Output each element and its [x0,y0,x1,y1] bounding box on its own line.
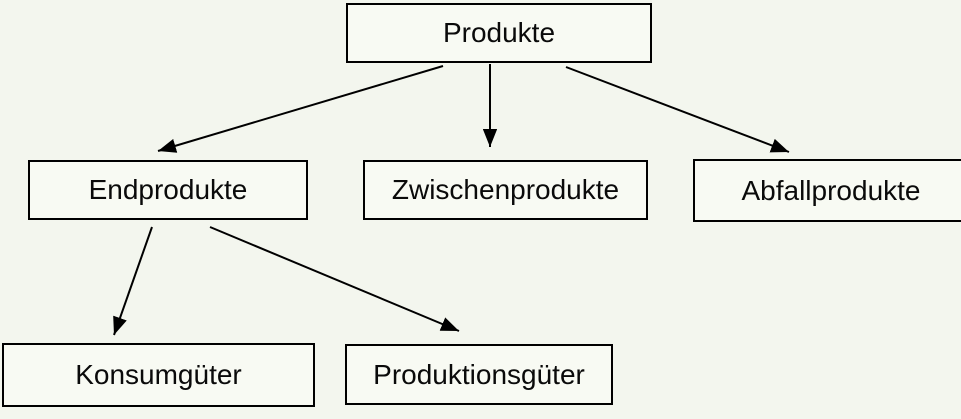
node-produktionsgueter: Produktionsgüter [345,344,613,405]
node-konsumgueter: Konsumgüter [2,343,315,407]
node-endprodukte: Endprodukte [28,160,308,220]
node-zwischenprodukte: Zwischenprodukte [363,160,648,220]
node-produkte: Produkte [346,3,652,63]
edge-endprodukte-konsumgueter [113,226,153,336]
edge-produkte-abfallprodukte [565,66,790,153]
edge-produkte-endprodukte [157,65,444,153]
node-abfallprodukte: Abfallprodukte [693,159,961,222]
edge-endprodukte-produktionsgueter [209,226,460,332]
